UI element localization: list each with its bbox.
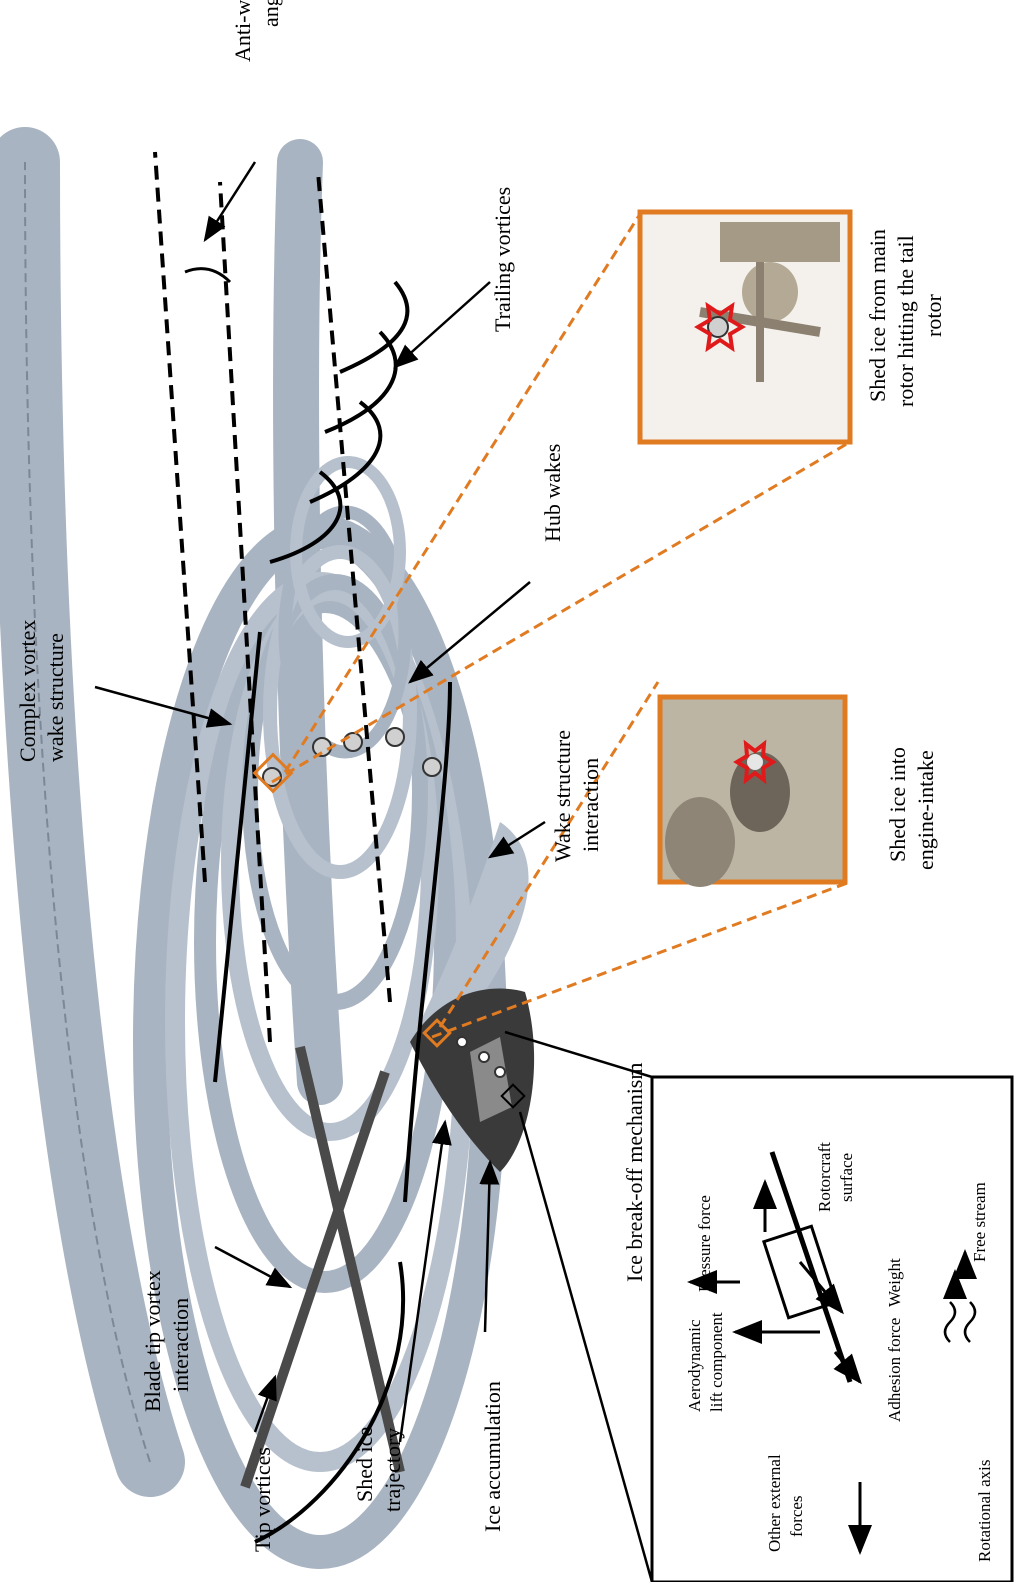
label-trailing-vortices: Trailing vortices [490, 187, 515, 332]
label-ice-accumulation: Ice accumulation [480, 1381, 505, 1532]
label-adhesion-force: Adhesion force [885, 1318, 904, 1422]
label-tail-rotor-caption: Shed ice from main rotor hitting the tai… [865, 224, 946, 407]
mechanism-title: Ice break-off mechanism [622, 1063, 647, 1282]
vortex-structure [25, 162, 529, 1552]
label-tip-vortices: Tip vortices [250, 1447, 275, 1552]
inset-engine-intake [660, 697, 845, 887]
label-wake-interaction: Wake structure interaction [550, 725, 603, 863]
label-pressure-force: Pressure force [695, 1195, 714, 1292]
label-anti-wake-skew: Anti-wake skew angle [230, 0, 283, 62]
label-free-stream: Free stream [970, 1182, 989, 1262]
inset-tail-rotor [640, 212, 850, 442]
label-hub-wakes: Hub wakes [540, 444, 565, 542]
ice-break-off-mechanism: Ice break-off mechanism Pressure force A [505, 1032, 1012, 1582]
label-weight: Weight [885, 1258, 904, 1307]
label-engine-intake-caption: Shed ice into engine-intake [885, 742, 938, 870]
label-rotational-axis: Rotational axis [975, 1460, 994, 1562]
